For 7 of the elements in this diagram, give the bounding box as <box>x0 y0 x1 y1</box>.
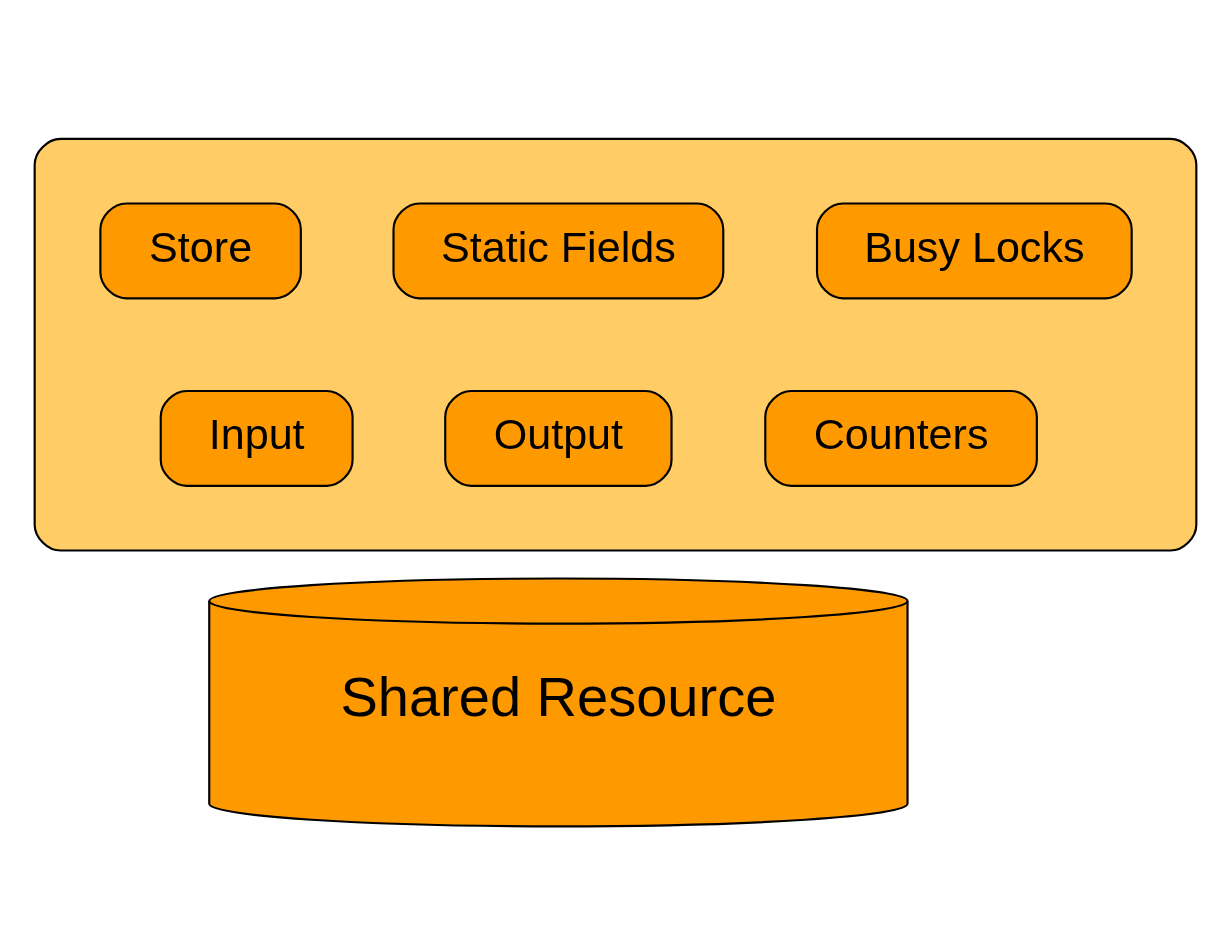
node-box: Counters <box>764 389 1038 487</box>
node-box: Input <box>159 389 354 487</box>
cluster <box>33 137 1198 552</box>
node-box: Store <box>99 202 302 300</box>
node-box: Output <box>444 389 673 487</box>
node-box: Busy Locks <box>815 202 1133 300</box>
node-box: Static Fields <box>392 202 725 300</box>
